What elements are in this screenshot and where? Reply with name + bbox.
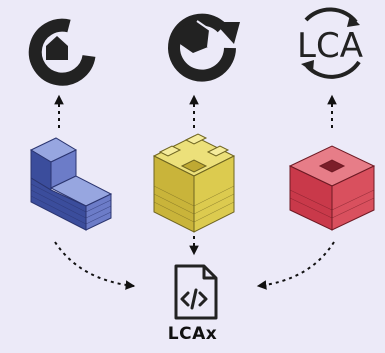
lca-recycle-logo-icon: LCA (297, 7, 363, 79)
arrow-left-to-file (54, 241, 136, 290)
circular-g-arrow-logo-icon (28, 18, 96, 86)
output-label: LCAx (167, 324, 218, 344)
circular-cycle-hexagon-logo-icon (168, 13, 240, 82)
l-shaped-block-icon (29, 137, 113, 231)
hollow-cube-block-icon (288, 145, 376, 231)
castle-tower-block-icon (152, 133, 236, 233)
lca-logo-text: LCA (297, 26, 363, 66)
code-file-icon (174, 264, 218, 320)
arrow-right-to-file (256, 241, 335, 290)
